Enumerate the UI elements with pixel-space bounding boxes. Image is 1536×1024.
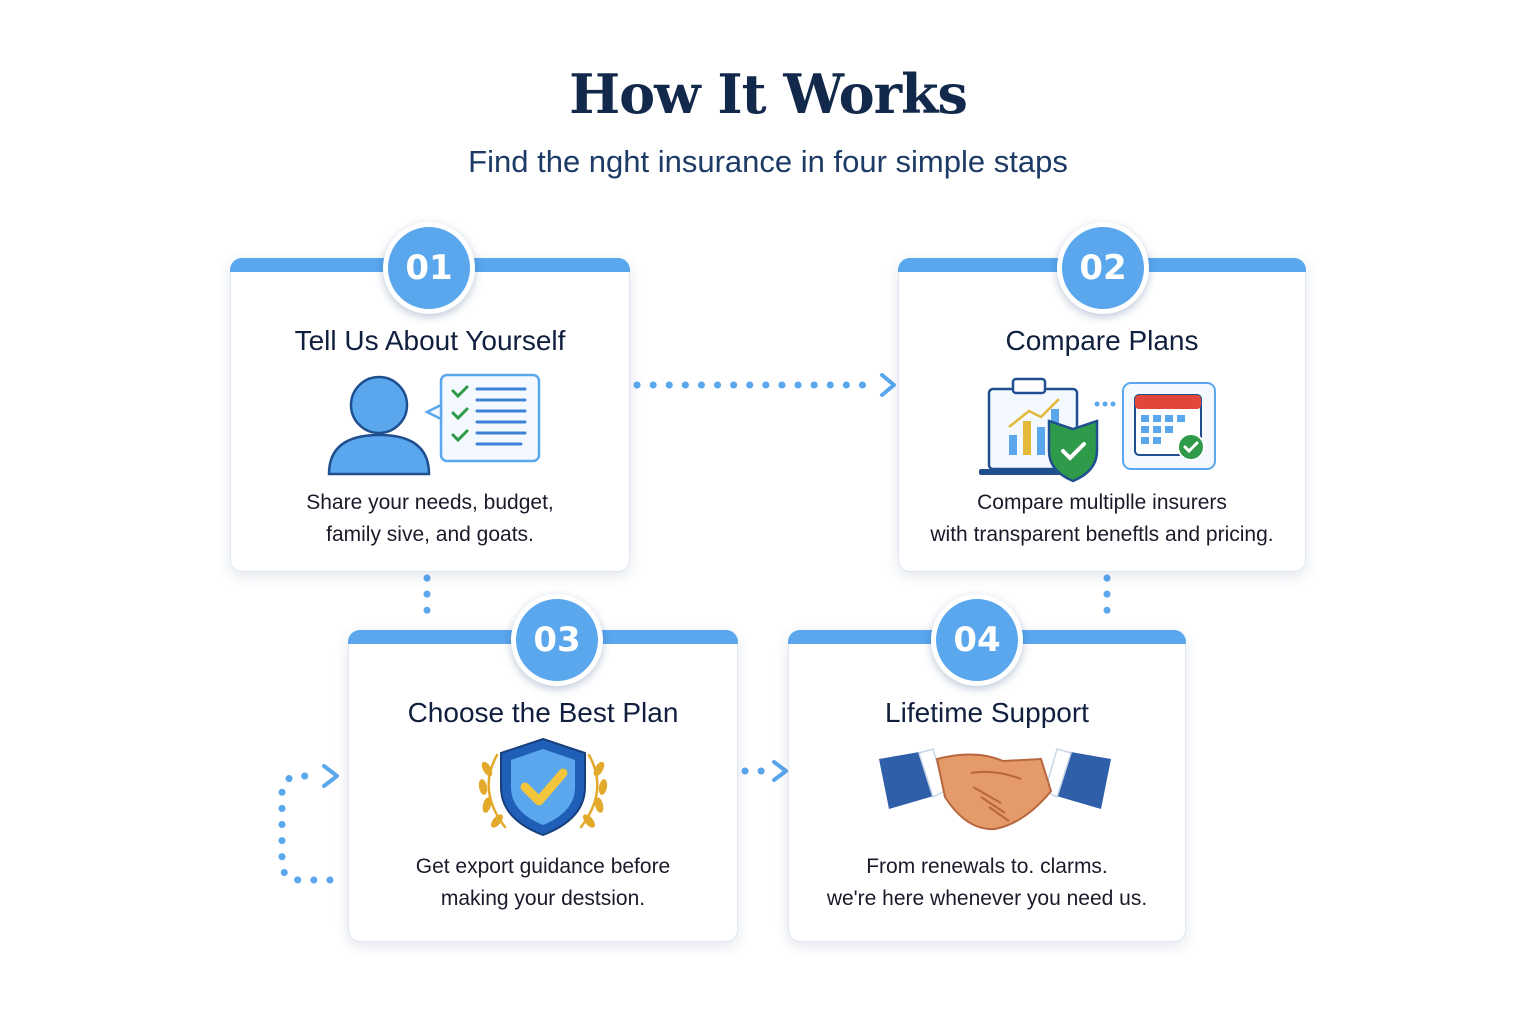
page-title: How It Works <box>569 62 968 126</box>
step-title: Tell Us About Yourself <box>294 325 566 356</box>
step-description: From renewals to. clarms. we're here whe… <box>789 851 1185 915</box>
step-number-badge: 02 <box>1057 222 1149 314</box>
step-description-line: Get export guidance before <box>415 855 671 878</box>
step-description-line: Share your needs, budget, <box>306 491 554 514</box>
step-card-3: 03 Choose the Best Plan Get export guida… <box>348 594 738 942</box>
step-number-badge: 03 <box>511 594 603 686</box>
step-title: Compare Plans <box>1005 325 1199 356</box>
arrow-head-1-to-2 <box>880 373 896 397</box>
shield-check-laurel-icon <box>478 737 608 837</box>
chart-shield-calendar-icon <box>979 377 1216 483</box>
step-card-4: 04 Lifetime Support From renewals to. cl… <box>788 594 1186 942</box>
step-description-line: From renewals to. clarms. <box>866 855 1108 878</box>
handshake-icon <box>879 748 1111 831</box>
step-description: Compare multiplle insurers with transpar… <box>899 487 1305 551</box>
step-title: Lifetime Support <box>885 697 1089 728</box>
person-checklist-icon <box>327 373 541 476</box>
step-card-2: 02 Compare Plans Compare multiplle insur… <box>898 222 1306 572</box>
connector-3-loop <box>278 772 334 884</box>
arrow-head-3-loop <box>322 764 339 788</box>
step-number-badge: 04 <box>931 594 1023 686</box>
arrow-head-3-to-4 <box>772 760 788 782</box>
step-description: Share your needs, budget, family sive, a… <box>231 487 629 551</box>
step-card-1: 01 Tell Us About Yourself Share your nee… <box>230 222 630 572</box>
step-description-line: family sive, and goats. <box>326 523 534 546</box>
step-description-line: Compare multiplle insurers <box>977 491 1227 514</box>
step-number-badge: 01 <box>383 222 475 314</box>
step-description: Get export guidance before making your d… <box>349 851 737 915</box>
page-subtitle: Find the nght insurance in four simple s… <box>468 144 1068 179</box>
step-description-line: making your destsion. <box>440 887 646 910</box>
step-title: Choose the Best Plan <box>407 697 679 728</box>
step-description-line: we're here whenever you need us. <box>826 887 1148 910</box>
step-description-line: with transparent beneftls and pricing. <box>930 523 1274 546</box>
